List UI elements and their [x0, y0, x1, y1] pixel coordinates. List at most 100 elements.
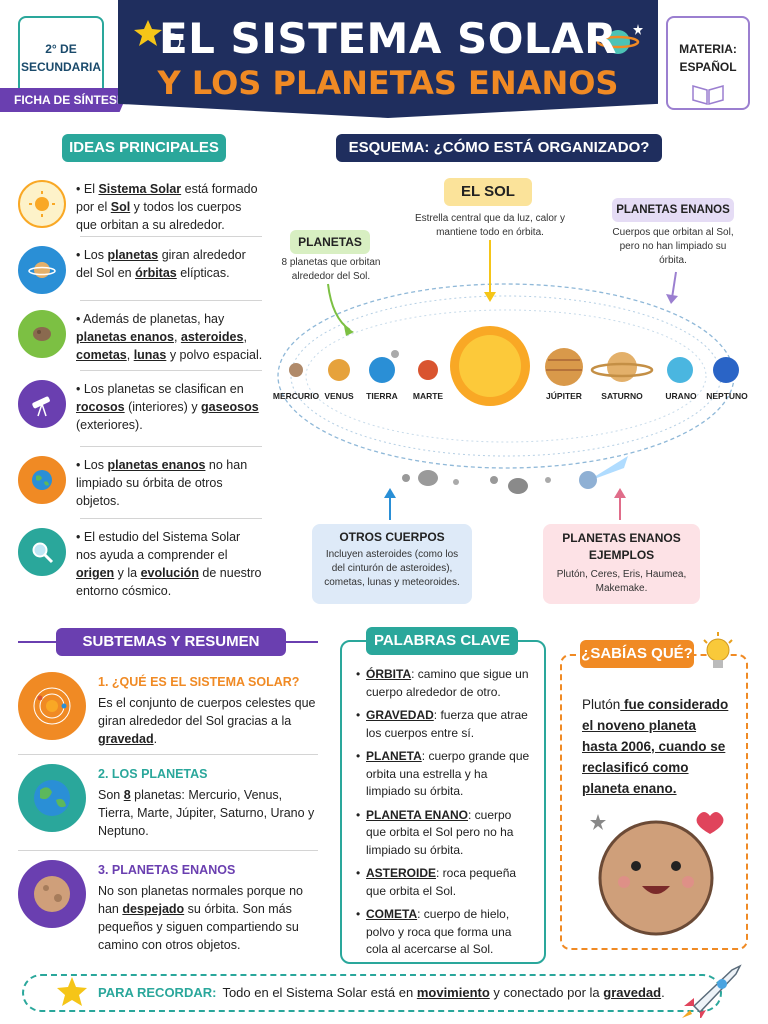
reminder-bar: PARA RECORDAR: Todo en el Sistema Solar e…: [22, 974, 722, 1012]
planet-name-1: VENUS: [324, 391, 354, 401]
grade-line2: SECUNDARIA: [20, 60, 101, 74]
text-fragment: elípticas.: [176, 266, 230, 280]
subtopic-item: 1. ¿QUÉ ES EL SISTEMA SOLAR? Es el conjun…: [18, 672, 318, 748]
keywords-list: ÓRBITA: camino que sigue un cuerpo alred…: [356, 666, 534, 959]
keyword-item: PLANETA: cuerpo grande que orbita una es…: [356, 748, 534, 801]
bullet: •: [76, 530, 84, 544]
planets-description: 8 planetas que orbitan alrededor del Sol…: [281, 257, 381, 282]
keyword-definition: : cuerpo que orbita el Sol pero no ha li…: [366, 807, 514, 857]
other-bodies-title: OTROS CUERPOS: [339, 530, 445, 544]
subtopic-text: Es el conjunto de cuerpos celestes que g…: [98, 694, 318, 748]
highlighted-term: asteroides: [180, 330, 244, 344]
subtopic-title: 1. ¿QUÉ ES EL SISTEMA SOLAR?: [98, 675, 300, 689]
venus-graphic: [328, 359, 350, 381]
text-fragment: .: [661, 985, 665, 1000]
planet-icon: [18, 246, 66, 294]
highlighted-term: gaseosos: [201, 400, 259, 414]
neptune-graphic: [713, 357, 739, 383]
mars-graphic: [418, 360, 438, 380]
highlighted-term: rocosos: [76, 400, 125, 414]
grade-line1: 2° DE: [45, 42, 77, 56]
subject-label: MATERIA:: [679, 42, 737, 56]
dwarf-examples-card: PLANETAS ENANOS EJEMPLOS Plutón, Ceres, …: [543, 524, 700, 604]
solar-system-diagram: [277, 240, 739, 520]
divider: [18, 754, 318, 755]
planet-name-7: NEPTUNO: [706, 391, 748, 401]
earth-graphic: [369, 357, 395, 383]
text-fragment: Plutón: [582, 697, 621, 712]
planet-name-5: SATURNO: [601, 391, 643, 401]
text-fragment: (interiores) y: [124, 400, 202, 414]
planet-name-2: TIERRA: [366, 391, 398, 401]
keyword-term: COMETA: [366, 907, 418, 921]
planet-name-0: MERCURIO: [272, 391, 320, 401]
lightbulb-icon: [703, 632, 733, 668]
highlighted-term: planetas enanos: [107, 458, 206, 472]
dwarf-examples-title: PLANETAS ENANOS EJEMPLOS: [562, 531, 681, 562]
highlighted-term: lunas: [133, 348, 167, 362]
idea-text: • El Sistema Solar está formado por el S…: [76, 180, 263, 234]
highlighted-term: gravedad: [603, 985, 662, 1000]
page-title: EL SISTEMA SOLAR: [158, 14, 618, 63]
text-fragment: y todos los cuerpos que orbitan a su alr…: [76, 200, 242, 232]
bullet: •: [76, 248, 84, 262]
text-fragment: El: [83, 182, 99, 196]
dwarf-label: PLANETAS ENANOS: [612, 198, 734, 222]
subtemas-heading: SUBTEMAS Y RESUMEN: [56, 628, 286, 656]
text-fragment: ,: [126, 348, 134, 362]
text-fragment: El estudio del Sistema Solar nos ayuda a…: [76, 530, 241, 562]
title-banner: [118, 0, 658, 118]
other-bodies-card: OTROS CUERPOS Incluyen asteroides (como …: [312, 524, 472, 604]
text-fragment: Los planetas se clasifican en: [83, 382, 244, 396]
subtopic-text: No son planetas normales porque no han d…: [98, 882, 318, 954]
dwarf-examples-description: Plutón, Ceres, Eris, Haumea, Makemake.: [556, 569, 687, 594]
divider: [80, 518, 262, 519]
planet-name-3: MARTE: [412, 391, 444, 401]
bullet: •: [76, 312, 84, 326]
divider: [80, 446, 262, 447]
subtopic-icon: [18, 860, 86, 928]
highlighted-term: gravedad: [98, 732, 154, 746]
ficha-ribbon: FICHA DE SÍNTESIS: [0, 88, 130, 112]
rocket-icon: [682, 964, 742, 1018]
reminder-text: Todo en el Sistema Solar está en movimie…: [222, 985, 664, 1000]
divider: [80, 300, 262, 301]
keywords-card: ÓRBITA: camino que sigue un cuerpo alred…: [340, 640, 546, 964]
idea-item: • Los planetas se clasifican en rocosos …: [18, 380, 263, 434]
text-fragment: .: [153, 732, 158, 746]
text-fragment: ,: [173, 330, 181, 344]
bullet: •: [76, 458, 84, 472]
idea-item: • Además de planetas, hay planetas enano…: [18, 310, 263, 364]
divider: [80, 236, 262, 237]
keyword-definition: : roca pequeña que orbita el Sol.: [366, 866, 517, 898]
planet-name-6: URANO: [665, 391, 697, 401]
star-icon: [134, 20, 181, 51]
subtopic-body: 1. ¿QUÉ ES EL SISTEMA SOLAR? Es el conjun…: [98, 672, 318, 748]
keyword-term: GRAVEDAD: [366, 708, 434, 722]
scheme-heading: ESQUEMA: ¿CÓMO ESTÁ ORGANIZADO?: [336, 134, 662, 162]
keyword-item: COMETA: cuerpo de hielo, polvo y roca qu…: [356, 906, 534, 959]
planets-label: PLANETAS: [290, 230, 370, 254]
highlighted-term: Sol: [110, 200, 131, 214]
text-fragment: de nuestro entorno cósmico.: [76, 566, 262, 598]
idea-item: • Los planetas giran alrededor del Sol e…: [18, 246, 263, 294]
idea-item: • El estudio del Sistema Solar nos ayuda…: [18, 528, 263, 600]
comet-graphic: [579, 456, 628, 489]
text-fragment: planetas: Mercurio, Venus, Tierra, Marte…: [98, 788, 315, 838]
uranus-graphic: [667, 357, 693, 383]
magnifier-icon: [18, 528, 66, 576]
subject-value: ESPAÑOL: [679, 60, 737, 74]
jupiter-graphic: [545, 348, 583, 386]
reminder-label: PARA RECORDAR:: [98, 985, 217, 1000]
bullet: •: [76, 182, 84, 196]
text-fragment: ,: [243, 330, 247, 344]
highlighted-term: 8: [123, 788, 131, 802]
text-fragment: Es el conjunto de cuerpos celestes que g…: [98, 696, 316, 728]
keyword-item: GRAVEDAD: fuerza que atrae los cuerpos e…: [356, 707, 534, 742]
sun-graphic: [450, 326, 530, 406]
divider: [80, 370, 262, 371]
text-fragment: Los: [83, 248, 108, 262]
sun-icon: [18, 180, 66, 228]
